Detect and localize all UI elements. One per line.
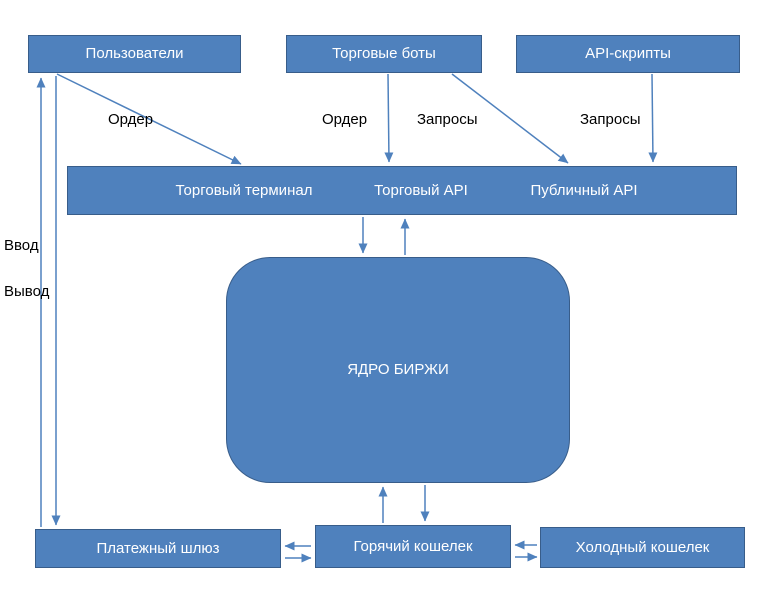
edge-scripts-public-api [648, 73, 658, 163]
node-api-scripts: API-скрипты [516, 35, 740, 73]
edge-label-order-users: Ордер [108, 111, 154, 128]
node-users: Пользователи [28, 35, 241, 73]
node-exchange-core: ЯДРО БИРЖИ [226, 257, 570, 483]
edge-label-order-bots: Ордер [322, 111, 368, 128]
edge-label-requests-scripts: Запросы [580, 111, 641, 128]
node-cold-wallet: Холодный кошелек [540, 527, 745, 568]
api-layer-label-trading-api: Торговый API [374, 181, 468, 199]
edge-label-deposit: Ввод [4, 237, 39, 254]
api-layer-label-trading-terminal: Торговый терминал [175, 181, 313, 199]
edge-label-withdraw: Вывод [4, 283, 50, 300]
edge-label-requests-bots: Запросы [417, 111, 478, 128]
edge-bots-trading-api [384, 73, 394, 163]
api-layer-label-public-api: Публичный API [530, 181, 638, 199]
node-api-layer: Торговый терминал Торговый API Публичный… [67, 166, 737, 215]
node-trading-bots: Торговые боты [286, 35, 482, 73]
node-hot-wallet: Горячий кошелек [315, 525, 511, 568]
node-payment-gateway: Платежный шлюз [35, 529, 281, 568]
